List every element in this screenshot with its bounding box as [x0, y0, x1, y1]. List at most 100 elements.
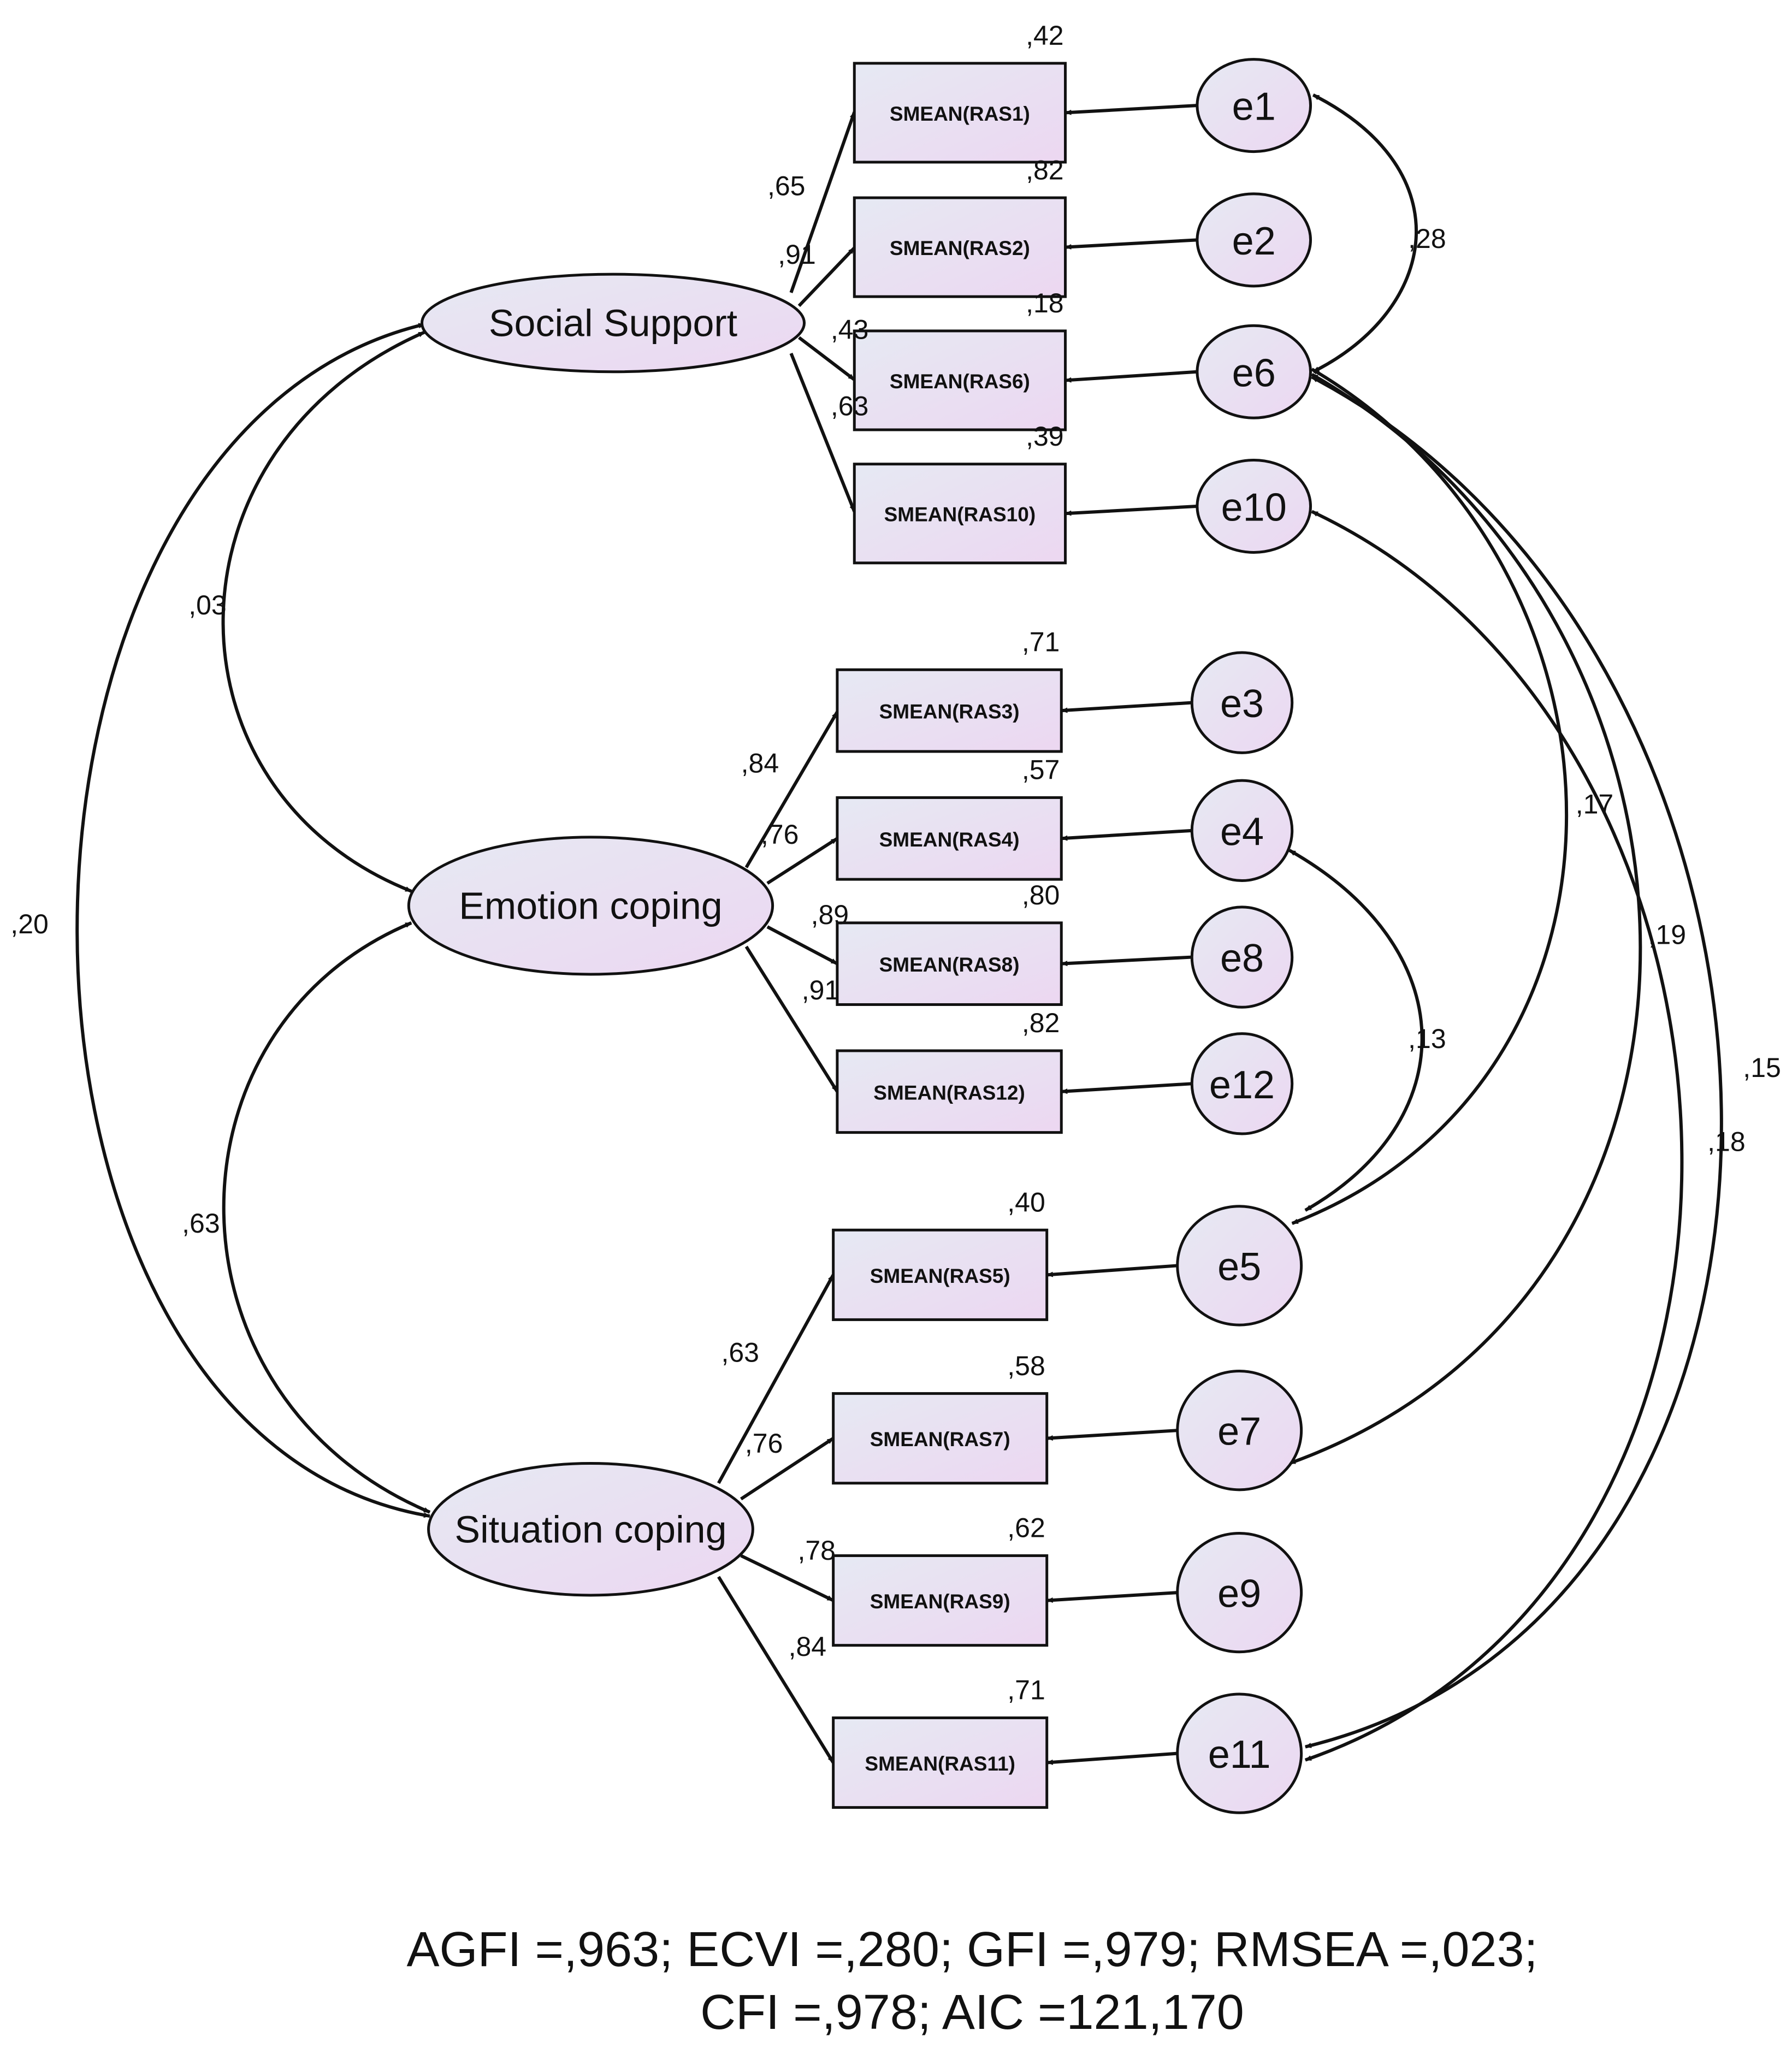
- error-path-e7: [1046, 1429, 1178, 1441]
- error-cov-e4-e5: [1288, 849, 1424, 1212]
- loading-path-RAS2: [797, 246, 856, 307]
- indicator-RAS4-label: SMEAN(RAS4): [879, 828, 1020, 851]
- indicator-RAS7-box: [832, 1392, 1049, 1485]
- indicator-RAS10-r2: ,39: [1026, 421, 1064, 452]
- loading-path-RAS3: [744, 711, 839, 868]
- error-e1-circle: [1196, 58, 1312, 153]
- error-e9-circle: [1176, 1531, 1303, 1654]
- error-cov-e10-e11-label: ,18: [1707, 1126, 1746, 1157]
- latent-sc-label: Situation coping: [454, 1508, 726, 1550]
- error-e9-label: e9: [1217, 1572, 1261, 1616]
- error-path-e6: [1064, 370, 1198, 383]
- error-cov-e4-e5-label: ,13: [1408, 1023, 1446, 1054]
- loading-RAS11-label: ,84: [789, 1631, 827, 1662]
- indicator-RAS10-label: SMEAN(RAS10): [884, 504, 1036, 526]
- error-cov-e6-e11: [1304, 375, 1723, 1749]
- latent-cov-ec-sc: [222, 921, 431, 1514]
- error-e1-label: e1: [1232, 85, 1276, 129]
- error-path-e2: [1064, 238, 1198, 250]
- latent-ec-label: Emotion coping: [459, 885, 723, 927]
- error-cov-e6-e11-label: ,15: [1743, 1052, 1781, 1083]
- indicator-RAS11-label: SMEAN(RAS11): [865, 1753, 1015, 1775]
- error-cov-e6-e7-label: ,19: [1648, 919, 1687, 950]
- loading-RAS1-label: ,65: [767, 170, 806, 201]
- error-e8-circle: [1190, 905, 1294, 1009]
- indicator-RAS7-r2: ,58: [1007, 1351, 1045, 1381]
- loading-path-RAS8: [766, 925, 838, 966]
- indicator-RAS8-label: SMEAN(RAS8): [879, 954, 1020, 976]
- latent-sc-ellipse: [427, 1462, 754, 1597]
- error-e7-circle: [1176, 1370, 1303, 1491]
- error-cov-e1-e6-label: ,28: [1408, 223, 1446, 254]
- indicator-RAS1-r2: ,42: [1026, 20, 1064, 51]
- loading-RAS4-label: ,76: [761, 819, 799, 850]
- latent-cov-ss-ec-label: ,03: [188, 590, 227, 620]
- indicator-RAS12-label: SMEAN(RAS12): [873, 1081, 1025, 1104]
- loading-path-RAS6: [798, 336, 856, 381]
- indicator-RAS4-box: [836, 796, 1063, 881]
- indicator-RAS9-label: SMEAN(RAS9): [870, 1590, 1010, 1613]
- indicator-RAS8-r2: ,80: [1022, 880, 1060, 910]
- error-e11-circle: [1176, 1692, 1303, 1814]
- loading-path-RAS5: [717, 1274, 835, 1484]
- shapes-layer: [407, 58, 1312, 1814]
- indicator-RAS12-box: [836, 1049, 1063, 1134]
- indicator-RAS6-label: SMEAN(RAS6): [890, 370, 1030, 393]
- indicator-RAS9-box: [832, 1554, 1049, 1647]
- indicator-RAS1-box: [853, 62, 1067, 164]
- indicator-RAS5-box: [832, 1228, 1049, 1321]
- loading-RAS5-label: ,63: [721, 1337, 759, 1368]
- indicator-RAS3-r2: ,71: [1022, 627, 1060, 658]
- error-e10-label: e10: [1221, 486, 1287, 530]
- loading-RAS7-label: ,76: [745, 1428, 783, 1459]
- error-e3-label: e3: [1220, 682, 1264, 726]
- loading-RAS12-label: ,91: [802, 975, 840, 1005]
- loading-path-RAS4: [766, 837, 838, 885]
- error-e12-label: e12: [1209, 1063, 1275, 1107]
- error-e4-label: e4: [1220, 810, 1264, 854]
- indicator-RAS6-r2: ,18: [1026, 288, 1064, 318]
- latent-cov-ss-sc-label: ,20: [10, 909, 49, 939]
- loading-path-RAS11: [717, 1576, 835, 1764]
- indicator-RAS4-r2: ,57: [1022, 755, 1060, 785]
- loading-RAS8-label: ,89: [811, 899, 849, 930]
- indicator-RAS5-r2: ,40: [1007, 1187, 1045, 1217]
- latent-cov-ec-sc-label: ,63: [182, 1208, 220, 1239]
- indicator-RAS11-box: [832, 1716, 1049, 1809]
- loading-RAS2-label: ,91: [778, 239, 816, 270]
- indicator-RAS3-label: SMEAN(RAS3): [879, 701, 1020, 723]
- error-path-e12: [1061, 1082, 1192, 1094]
- error-e2-label: e2: [1232, 220, 1276, 263]
- error-cov-e6-e5: [1291, 368, 1569, 1225]
- error-path-e1: [1064, 104, 1198, 115]
- latent-ec-ellipse: [407, 836, 774, 976]
- error-path-e9: [1046, 1591, 1178, 1603]
- indicator-RAS7-label: SMEAN(RAS7): [870, 1428, 1010, 1451]
- error-e2-circle: [1196, 192, 1312, 288]
- loading-RAS10-label: ,63: [831, 390, 869, 421]
- error-cov-e10-e11: [1304, 510, 1684, 1762]
- latent-cov-ss-ec: [221, 330, 425, 893]
- fit-indices: AGFI =,963; ECVI =,280; GFI =,979; RMSEA…: [406, 1922, 1537, 2040]
- loading-path-RAS7: [740, 1437, 835, 1501]
- indicator-RAS10-box: [853, 463, 1067, 565]
- error-e6-label: e6: [1232, 351, 1276, 395]
- error-e4-circle: [1190, 779, 1294, 883]
- error-cov-e6-e7: [1288, 372, 1642, 1465]
- error-e12-circle: [1190, 1032, 1294, 1135]
- error-e7-label: e7: [1217, 1410, 1261, 1454]
- error-path-e3: [1061, 701, 1192, 713]
- indicator-RAS6-box: [853, 329, 1067, 431]
- indicator-RAS11-r2: ,71: [1007, 1675, 1045, 1706]
- error-e3-circle: [1190, 651, 1294, 754]
- paths-layer: [75, 93, 1723, 1765]
- error-path-e10: [1064, 504, 1198, 516]
- error-path-e8: [1061, 955, 1192, 967]
- latent-ss-label: Social Support: [489, 302, 737, 345]
- indicator-RAS2-r2: ,82: [1026, 155, 1064, 185]
- error-path-e5: [1046, 1264, 1178, 1277]
- error-e5-label: e5: [1217, 1245, 1261, 1289]
- indicator-RAS1-label: SMEAN(RAS1): [890, 103, 1030, 125]
- loading-RAS6-label: ,43: [831, 314, 869, 345]
